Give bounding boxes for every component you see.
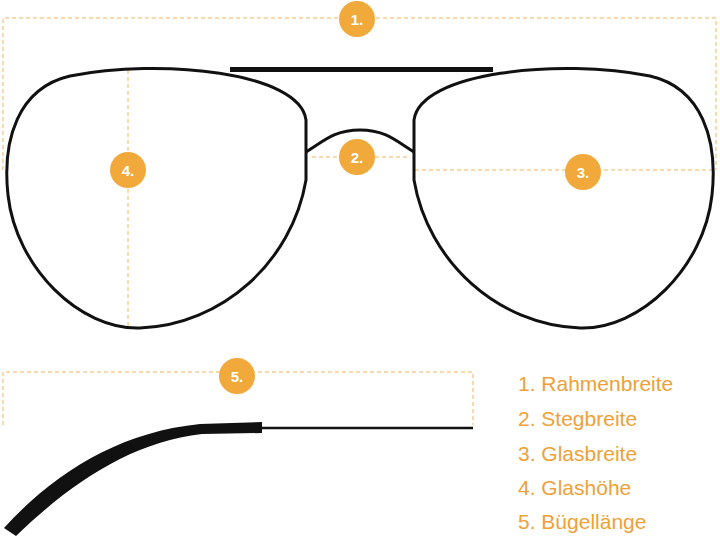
legend-text: 1. Rahmenbreite xyxy=(518,372,673,396)
callout-number: 5. xyxy=(231,368,244,385)
callout-circle: 1. xyxy=(339,1,375,37)
right-lens xyxy=(414,68,713,328)
callout-circle: 3. xyxy=(565,154,601,190)
legend-text: 4. Glashöhe xyxy=(518,476,631,500)
callout-circle: 5. xyxy=(219,358,255,394)
legend-text: 3. Glasbreite xyxy=(518,442,637,466)
callout-number: 4. xyxy=(122,162,135,179)
callout-number: 1. xyxy=(351,11,364,28)
callout-circle: 4. xyxy=(110,152,146,188)
callout-number: 2. xyxy=(351,149,364,166)
legend-text: 5. Bügellänge xyxy=(518,510,646,534)
left-lens xyxy=(7,68,306,328)
callout-circle: 2. xyxy=(339,139,375,175)
callout-number: 3. xyxy=(577,164,590,181)
legend-text: 2. Stegbreite xyxy=(518,407,637,431)
top-bar xyxy=(230,67,493,72)
temple-arm xyxy=(258,427,473,430)
temple-tip xyxy=(4,422,262,536)
frame xyxy=(7,68,713,328)
dimension-lines xyxy=(3,18,716,425)
